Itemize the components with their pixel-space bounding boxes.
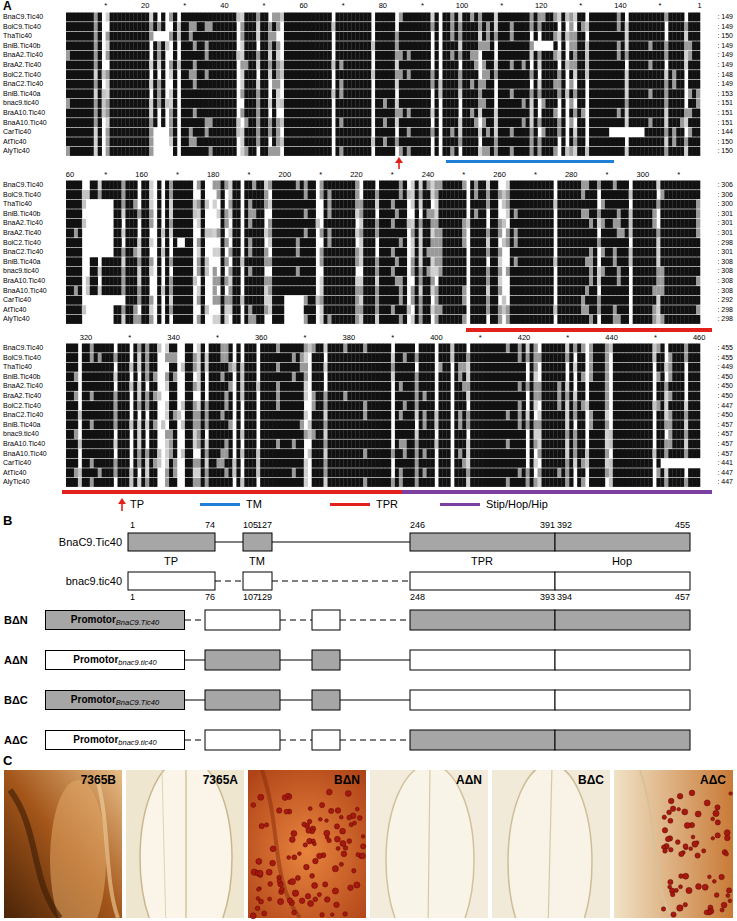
figure-page: A*20*40*60*80*100*120*140*1BnaC9.Tic40: …: [0, 0, 737, 921]
